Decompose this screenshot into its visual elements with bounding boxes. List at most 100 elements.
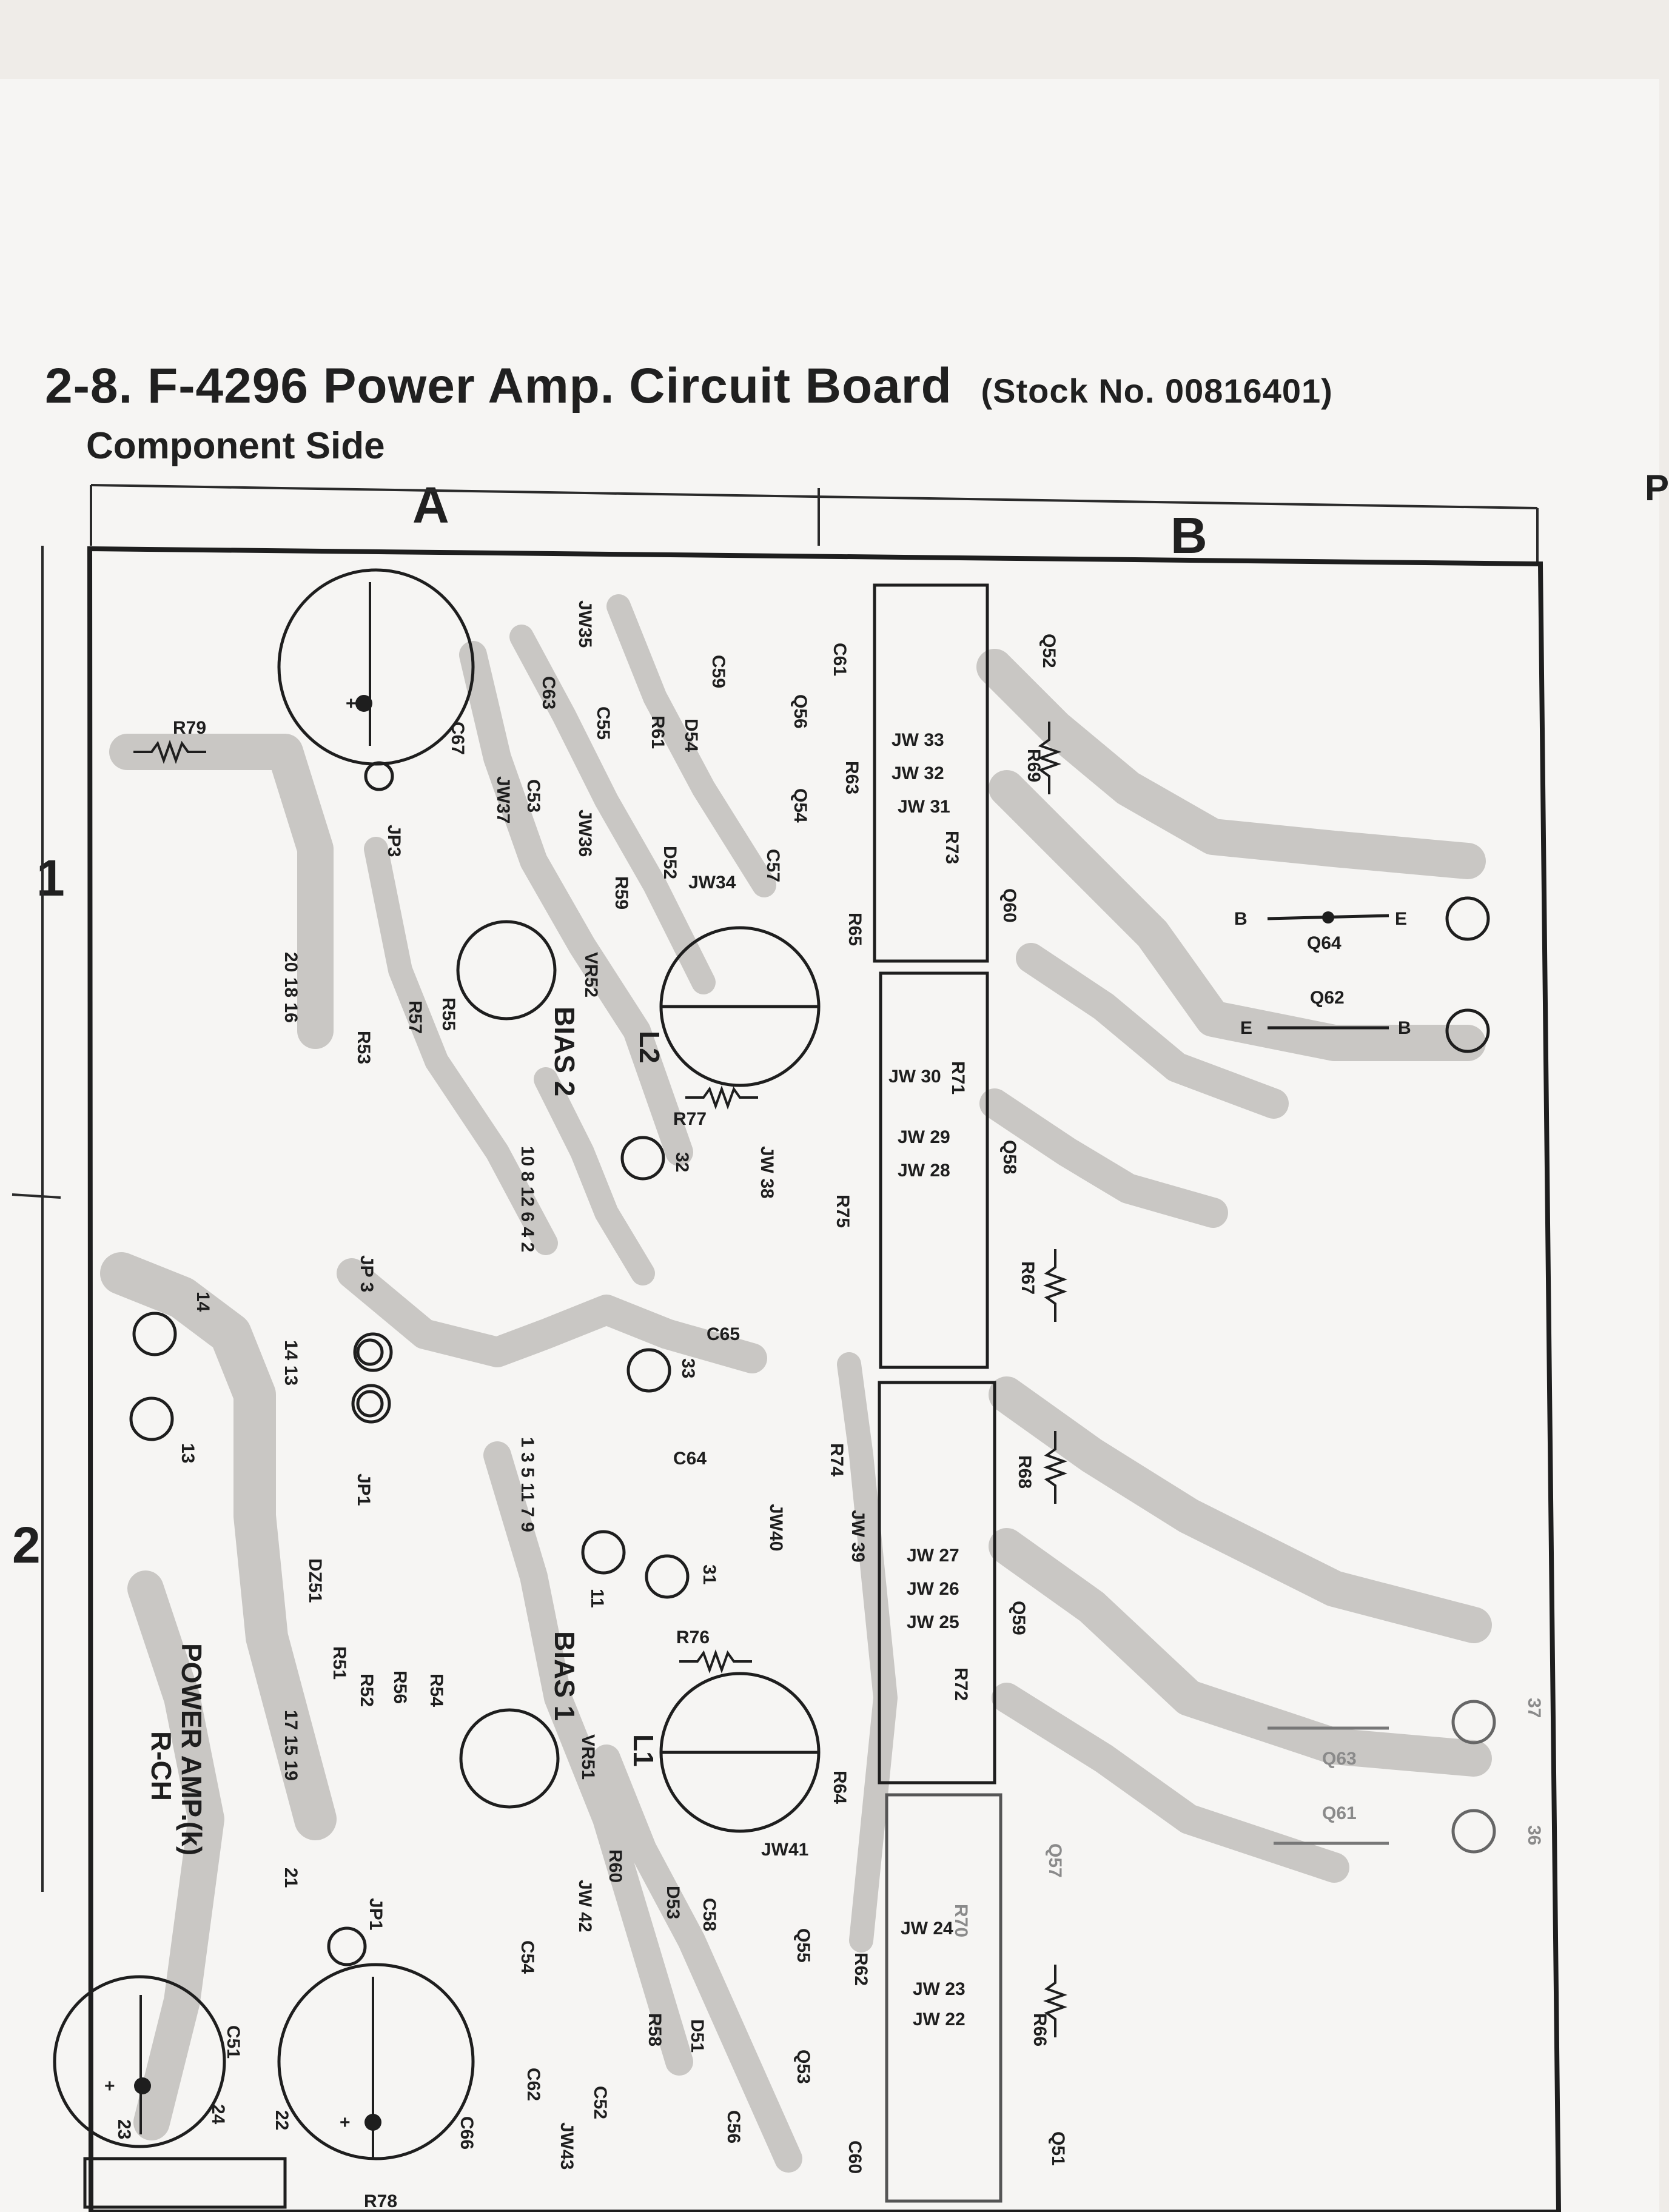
terminal-q64-b: B [1234,909,1248,929]
terminal-q62-e: E [1240,1018,1252,1038]
label-vr52: VR52 [581,952,601,997]
label-r63: R63 [842,761,862,794]
label-tp33: 33 [678,1358,698,1378]
label-jp3b: JP 3 [357,1255,377,1292]
label-jw25: JW 25 [907,1612,959,1632]
label-jw26: JW 26 [907,1579,959,1599]
label-q60: Q60 [999,888,1019,923]
label-q63: Q63 [1322,1749,1357,1769]
label-r76: R76 [676,1627,710,1647]
grid-frame [12,484,1539,1892]
label-r69: R69 [1024,749,1044,782]
capacitor-c51 [53,1975,226,2148]
label-l2: L2 [634,1031,665,1064]
label-tp37: 37 [1524,1698,1544,1718]
component-labels: R79 C67 JP3 JW35 C63 C55 JW37 C53 JW36 R… [173,600,1544,2211]
label-jw31: JW 31 [898,797,950,817]
label-q51: Q51 [1048,2131,1068,2166]
label-l1: L1 [628,1734,659,1767]
label-r78: R78 [364,2191,397,2211]
resistors [133,722,1067,2037]
r78-outline [83,2157,287,2209]
label-jw35: JW35 [575,600,595,648]
label-q55: Q55 [793,1928,813,1963]
pin-21: 21 [281,1868,301,1888]
connector-pin-labels: 10 8 12 6 4 2 1 3 5 11 7 9 20 18 16 14 1… [114,952,537,2139]
label-jw24: JW 24 [901,1919,953,1939]
label-r65: R65 [845,913,865,946]
label-q62: Q62 [1310,988,1345,1008]
label-jp1b: JP1 [366,1898,386,1930]
label-r67: R67 [1018,1261,1038,1295]
label-c51: C51 [223,2025,243,2059]
pin-14: 14 [193,1292,213,1312]
label-jw43: JW43 [557,2122,577,2170]
label-r73: R73 [942,831,962,864]
label-q64: Q64 [1307,933,1342,953]
label-c62: C62 [523,2068,543,2101]
jumper-pins-top: 20 18 16 [281,952,301,1023]
label-r61: R61 [648,716,668,749]
label-jw37: JW37 [493,776,513,823]
label-jw34: JW34 [688,873,736,893]
label-jp1: JP1 [354,1473,374,1506]
label-d53: D53 [663,1886,683,1919]
board-name: POWER AMP.(k) R-CH [146,1643,207,1855]
pin-13: 13 [178,1443,198,1463]
label-r56: R56 [390,1671,410,1704]
section-subtitle: Component Side [86,425,385,467]
label-r60: R60 [605,1849,625,1883]
jumper-pins-mid: 14 13 [281,1340,301,1386]
inductors [659,926,821,1833]
label-d54: D54 [681,719,701,752]
label-c57: C57 [763,849,783,882]
label-c66: C66 [457,2116,477,2150]
label-tp11: 11 [587,1589,607,1608]
label-r75: R75 [833,1195,853,1228]
connector-pins-bottom: 1 3 5 11 7 9 [517,1437,537,1532]
connector-pins-top: 10 8 12 6 4 2 [517,1146,537,1252]
label-r52: R52 [357,1674,377,1707]
label-r72: R72 [951,1667,971,1701]
label-r58: R58 [645,2013,665,2046]
label-r53: R53 [354,1031,374,1064]
label-c64: C64 [673,1449,707,1469]
capacitor-c67 [277,568,475,766]
bias-trimmers [456,920,560,1809]
label-r70: R70 [951,1904,971,1937]
trimmer-vr52 [456,920,557,1021]
label-q54: Q54 [790,788,810,823]
test-points [129,761,1496,1966]
grid-column-a: A [412,477,449,534]
label-q56: Q56 [790,694,810,729]
label-c56: C56 [724,2110,744,2143]
terminal-q64-e: E [1395,909,1407,929]
capacitor-c66 [277,1963,475,2160]
section-heading: 2-8. F-4296 Power Amp. Circuit Board (St… [45,358,1333,415]
label-jw42: JW 42 [575,1880,595,1932]
label-d51: D51 [687,2019,707,2053]
stock-number: (Stock No. 00816401) [981,372,1333,410]
label-jw29: JW 29 [898,1127,950,1147]
jp-jumpers [356,1338,384,1418]
label-r74: R74 [827,1443,847,1476]
label-r68: R68 [1015,1455,1035,1489]
pin-23: 23 [114,2119,134,2139]
label-jw22: JW 22 [913,2009,965,2029]
label-q52: Q52 [1039,634,1059,668]
label-r71: R71 [948,1061,968,1094]
jumper-pins-bottom: 17 15 19 [281,1710,301,1781]
grid-row-2: 2 [12,1517,41,1574]
label-jw33: JW 33 [892,730,944,750]
label-c67: C67 [448,722,468,755]
label-q58: Q58 [999,1140,1019,1175]
capacitor-polarity-lines [139,582,374,2159]
grid-row-1: 1 [36,850,65,907]
board-outline [87,546,1562,2212]
label-q61: Q61 [1322,1803,1357,1823]
label-c58: C58 [699,1898,719,1931]
label-c63: C63 [539,676,559,709]
label-jw41: JW41 [761,1840,808,1860]
label-bias2: BIAS 2 [549,1007,580,1096]
